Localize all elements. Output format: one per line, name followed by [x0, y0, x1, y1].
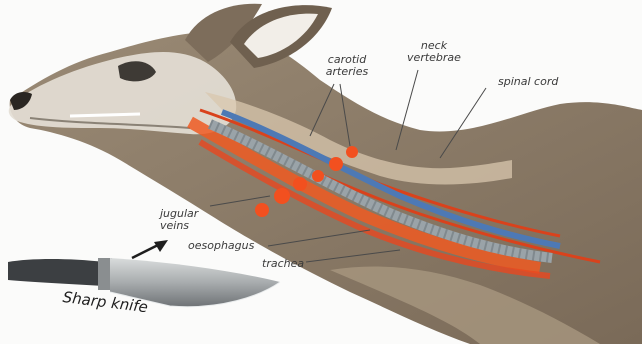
- knife-bolster: [98, 258, 112, 290]
- cut-point: [312, 170, 324, 182]
- label-trachea: trachea: [262, 258, 304, 270]
- label-spinal-cord: spinal cord: [498, 76, 558, 88]
- knife-handle: [8, 259, 104, 286]
- label-jugular-veins: jugular veins: [160, 208, 198, 232]
- label-carotid-arteries: carotid arteries: [320, 54, 374, 78]
- cut-point: [329, 157, 343, 171]
- cut-point: [293, 177, 307, 191]
- skull-teeth: [70, 114, 140, 116]
- cut-point: [274, 188, 290, 204]
- label-neck-vertebrae: neck vertebrae: [402, 40, 466, 64]
- label-oesophagus: oesophagus: [188, 240, 254, 252]
- cut-point: [346, 146, 358, 158]
- cut-point: [255, 203, 269, 217]
- arrow: [132, 240, 168, 258]
